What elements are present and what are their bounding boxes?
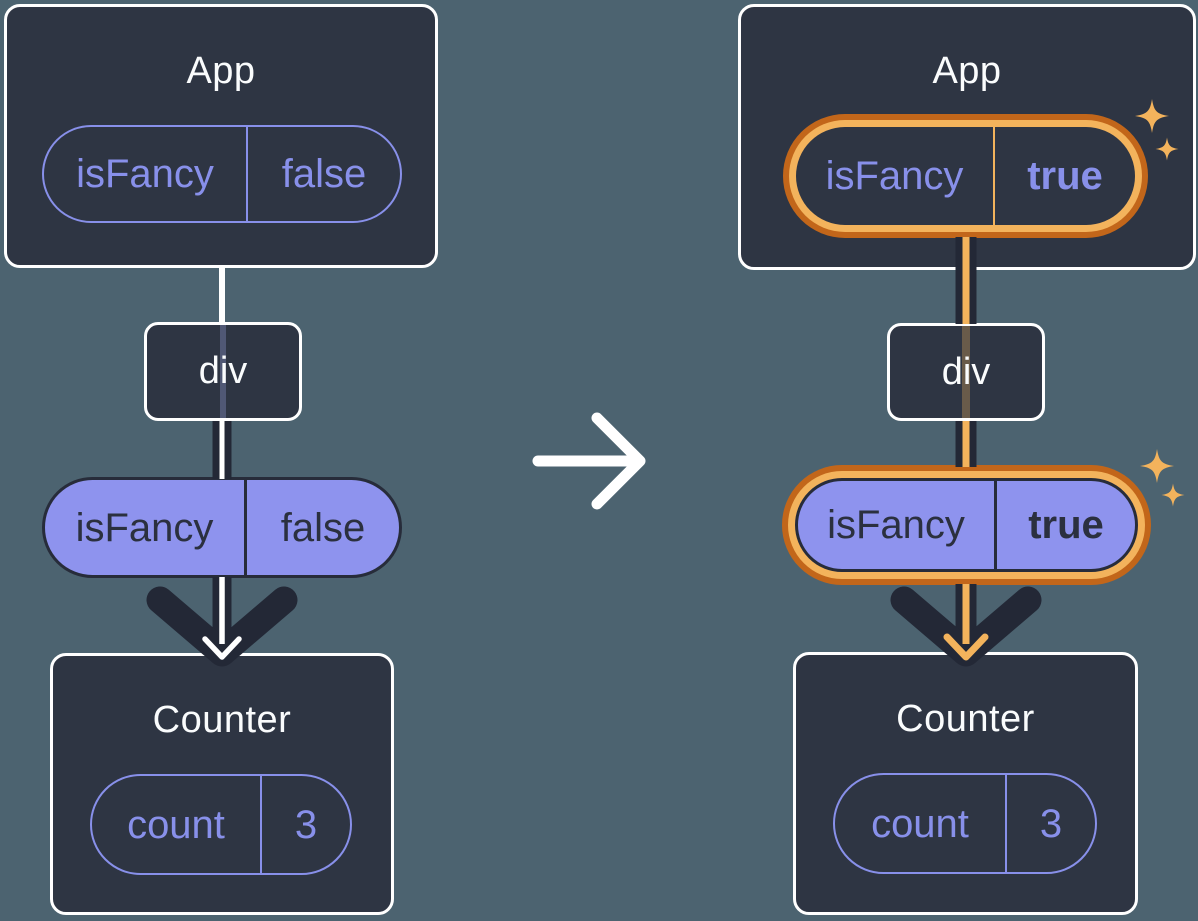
div-node-right: div xyxy=(887,323,1045,421)
prop-pill-app-right: isFancy true xyxy=(796,127,1135,225)
state-pill-left: count 3 xyxy=(90,774,352,875)
state-name: count xyxy=(127,802,225,847)
app-title-right: App xyxy=(932,50,1002,92)
state-value: 3 xyxy=(1005,775,1095,872)
counter-title-right: Counter xyxy=(896,698,1035,740)
fancy-highlight-ring: isFancy true xyxy=(789,120,1142,232)
counter-title-left: Counter xyxy=(152,699,292,741)
div-node-left: div xyxy=(144,322,302,421)
props-arrow-chevron xyxy=(890,586,1042,667)
prop-value: false xyxy=(246,127,400,221)
app-title-left: App xyxy=(186,50,256,92)
state-name: count xyxy=(871,801,969,846)
pass-through-line xyxy=(220,325,226,418)
prop-pill-app-left: isFancy false xyxy=(42,125,402,223)
prop-value: true xyxy=(993,127,1135,225)
div-label: div xyxy=(198,350,248,392)
prop-name: isFancy xyxy=(827,503,965,547)
state-value: 3 xyxy=(260,776,350,873)
div-label: div xyxy=(941,350,991,393)
prop-name: isFancy xyxy=(825,154,964,198)
pass-through-line xyxy=(962,326,970,418)
props-arrow-chevron xyxy=(146,586,298,667)
passed-prop-pill-left: isFancy false xyxy=(42,477,402,578)
prop-value: true xyxy=(994,481,1135,569)
sparkle-icon xyxy=(1161,483,1185,507)
fancy-highlight-ring: isFancy true xyxy=(788,471,1145,579)
prop-value: false xyxy=(244,480,399,575)
sparkle-icon xyxy=(1140,449,1174,483)
prop-name: isFancy xyxy=(76,152,214,196)
prop-name: isFancy xyxy=(75,505,214,550)
state-pill-right: count 3 xyxy=(833,773,1097,874)
passed-prop-pill-right: isFancy true xyxy=(795,478,1138,572)
transition-arrow-icon xyxy=(591,412,646,510)
